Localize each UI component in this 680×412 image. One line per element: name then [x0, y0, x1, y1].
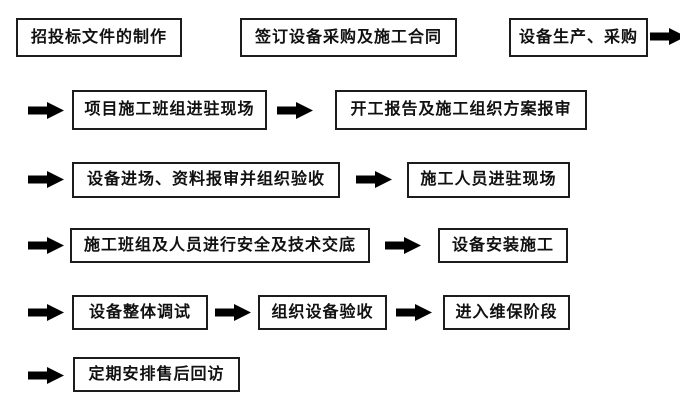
- arrow-right-icon: [28, 102, 64, 119]
- step-equipment-acceptance: 组织设备验收: [258, 295, 387, 330]
- step-maintenance-phase: 进入维保阶段: [443, 295, 570, 330]
- step-commencement-report-submission: 开工报告及施工组织方案报审: [335, 90, 587, 130]
- step-label: 设备安装施工: [451, 236, 554, 254]
- arrow-right-icon: [277, 102, 313, 119]
- step-sign-procurement-construction-contract: 签订设备采购及施工合同: [240, 18, 457, 57]
- step-label: 施工人员进驻现场: [420, 171, 557, 188]
- step-equipment-installation: 设备安装施工: [438, 228, 568, 263]
- step-label: 招投标文件的制作: [30, 28, 167, 46]
- step-after-sales-followup: 定期安排售后回访: [73, 357, 240, 392]
- step-construction-personnel-enter-site: 施工人员进驻现场: [407, 162, 570, 198]
- arrow-right-icon: [396, 304, 432, 321]
- step-label: 定期安排售后回访: [88, 365, 225, 383]
- step-label: 进入维保阶段: [455, 303, 558, 321]
- step-label: 组织设备验收: [271, 303, 374, 321]
- arrow-right-icon: [28, 171, 64, 188]
- arrow-right-icon: [356, 171, 392, 188]
- step-crew-enter-site: 项目施工班组进驻现场: [72, 90, 267, 130]
- arrow-right-icon: [28, 237, 64, 254]
- arrow-right-icon: [215, 304, 251, 321]
- arrow-right-icon: [28, 304, 64, 321]
- step-equipment-arrival-inspection: 设备进场、资料报审并组织验收: [72, 162, 340, 198]
- step-safety-technical-briefing: 施工班组及人员进行安全及技术交底: [70, 228, 370, 263]
- step-label: 签订设备采购及施工合同: [254, 28, 442, 46]
- step-equipment-production-procurement: 设备生产、采购: [509, 18, 648, 57]
- step-label: 设备整体调试: [88, 303, 191, 321]
- step-label: 施工班组及人员进行安全及技术交底: [83, 236, 356, 254]
- step-label: 项目施工班组进驻现场: [84, 101, 255, 118]
- arrow-right-icon: [28, 367, 64, 384]
- step-overall-commissioning: 设备整体调试: [72, 295, 208, 330]
- step-label: 设备进场、资料报审并组织验收: [86, 171, 325, 188]
- step-label: 设备生产、采购: [518, 28, 638, 46]
- step-bid-document-preparation: 招投标文件的制作: [16, 18, 182, 57]
- arrow-right-icon: [650, 28, 680, 45]
- arrow-right-icon: [385, 237, 421, 254]
- step-label: 开工报告及施工组织方案报审: [350, 101, 572, 118]
